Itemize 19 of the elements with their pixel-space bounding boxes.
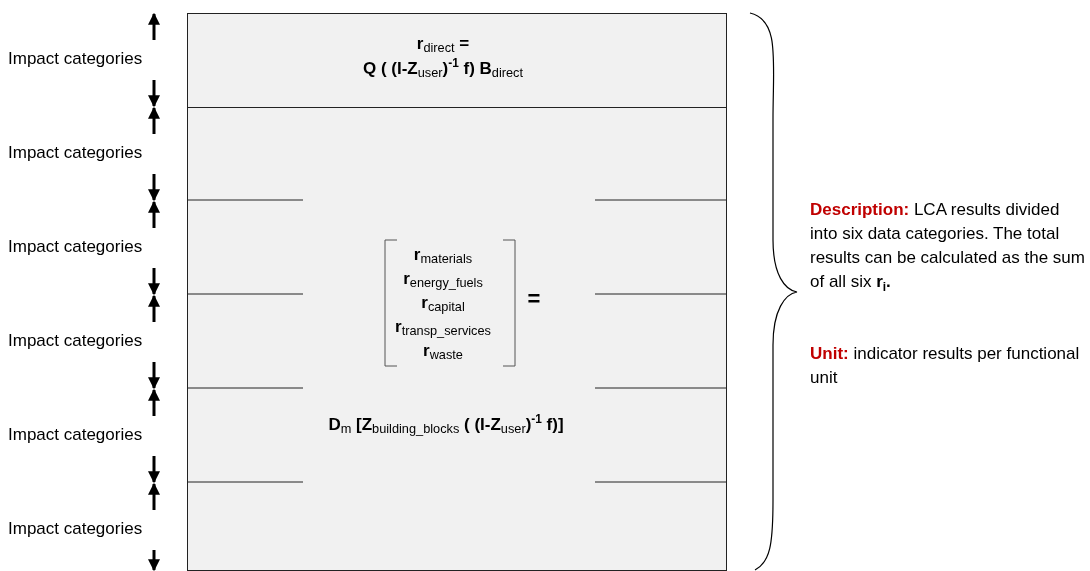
matrix-entry: r$_{materials}$ [413,245,473,266]
matrix-entry: r$_{waste}$ [423,341,463,362]
formula-text: Q ( (I-Z$_{user}$)$^{-1}$ f) B$_{direct}$ [362,56,524,80]
axis-label: Impact categories [8,518,143,540]
matrix-entry: r$_{transp_services}$ [395,317,491,338]
formula-text: D$_{m}$ [Z$_{building_blocks}$ ( (I-Z$_{user}$)$^{-1}$ f)] [328,412,564,436]
formula-text: r$_{direct}$ = [416,34,470,55]
description-text: Description: LCA results divided into six data categories. The total results can be calculated as the sum of all six r$_{i}$. [810,199,1086,297]
axis-label: Impact categories [8,236,143,258]
matrix-entry: r$_{capital}$ [421,293,465,314]
axis-label: Impact categories [8,424,143,446]
equals-sign: = [527,286,541,312]
description-text: Unit: indicator results per functional unit [810,343,1081,389]
axis-label: Impact categories [8,142,143,164]
axis-label: Impact categories [8,330,143,352]
matrix-entry: r$_{energy_fuels}$ [403,269,483,290]
formula-panel [187,107,727,571]
formula-panel [187,13,727,108]
axis-label: Impact categories [8,48,143,70]
